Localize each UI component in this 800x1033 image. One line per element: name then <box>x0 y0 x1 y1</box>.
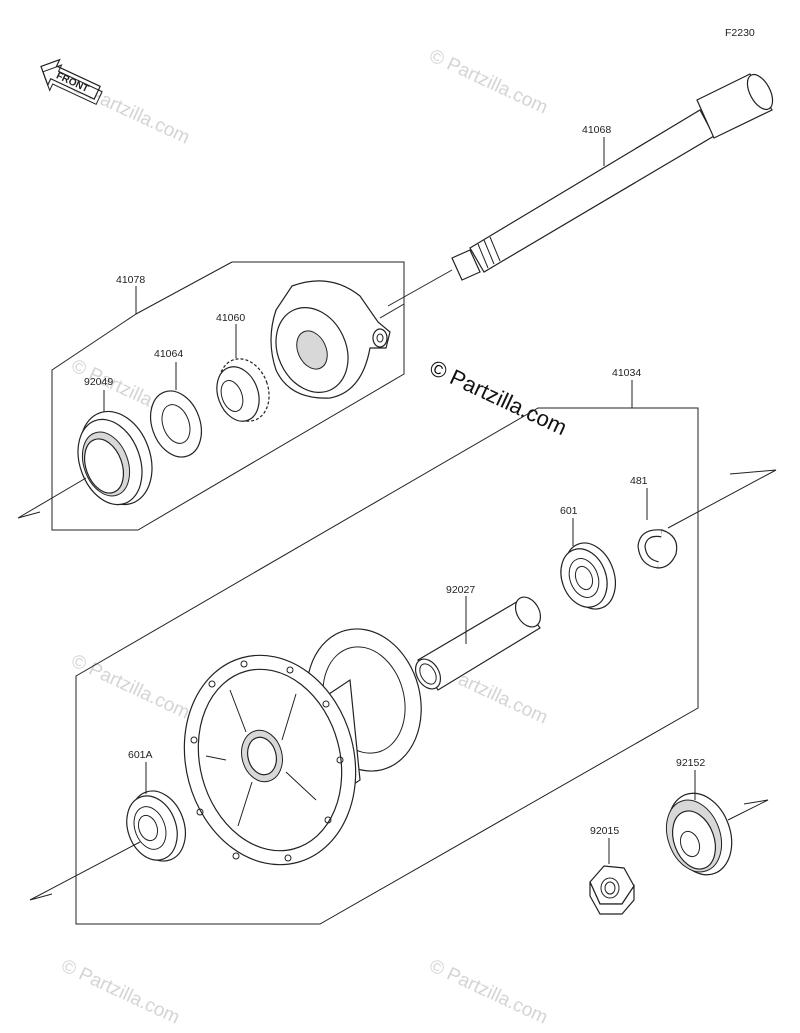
gear-housing-part <box>270 280 391 399</box>
part-label-92152: 92152 <box>676 757 705 769</box>
diagram-code: F2230 <box>725 27 755 39</box>
bearing-601a-part <box>126 790 186 862</box>
watermark-text: © Partzilla.com <box>58 955 183 1028</box>
axle-part <box>387 73 774 307</box>
part-label-92049: 92049 <box>84 376 113 388</box>
part-label-41064: 41064 <box>154 348 183 360</box>
circlip-part <box>637 529 678 569</box>
axis-line <box>29 841 141 901</box>
axle-nut-part <box>589 865 635 915</box>
collar-92152-part <box>665 792 733 876</box>
retainer-plate-part <box>150 390 202 458</box>
part-label-92027: 92027 <box>446 584 475 596</box>
drive-gear-part <box>216 358 270 422</box>
axis-line <box>17 477 87 519</box>
oil-seal-part <box>77 410 153 506</box>
axis-line <box>667 469 777 529</box>
part-label-41078: 41078 <box>116 274 145 286</box>
watermark-center: © Partzilla.com <box>426 355 571 440</box>
leader-line <box>379 303 405 319</box>
collar-tube-part <box>414 596 542 691</box>
part-label-41060: 41060 <box>216 312 245 324</box>
group-bracket-edge <box>135 261 233 315</box>
part-label-601: 601 <box>560 505 578 517</box>
part-label-92015: 92015 <box>590 825 619 837</box>
group-bracket-41034 <box>75 394 699 925</box>
watermark-text: © Partzilla.com <box>68 650 193 723</box>
axis-line <box>727 799 769 821</box>
watermark-layer: © Partzilla.com © Partzilla.com © Partzi… <box>58 45 551 1028</box>
group-bracket-41078 <box>51 261 405 531</box>
wheel-hub-part <box>183 628 422 866</box>
part-label-41034: 41034 <box>612 367 641 379</box>
part-label-41068: 41068 <box>582 124 611 136</box>
watermark-text: © Partzilla.com <box>426 45 551 118</box>
part-label-481: 481 <box>630 475 648 487</box>
bearing-601-part <box>560 542 616 610</box>
part-label-601a: 601A <box>128 749 153 761</box>
watermark-text: © Partzilla.com <box>426 955 551 1028</box>
